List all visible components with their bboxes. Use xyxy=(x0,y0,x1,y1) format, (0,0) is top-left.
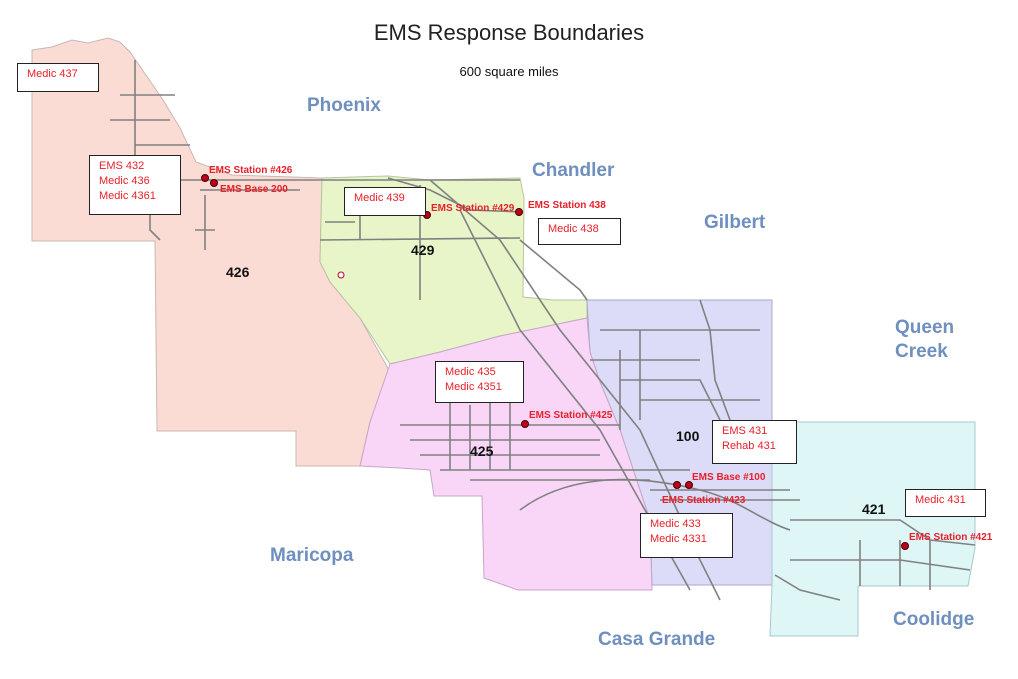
map-title: EMS Response Boundaries xyxy=(373,20,645,45)
extra-marker xyxy=(337,271,345,279)
unit-label: EMS 431 xyxy=(722,425,768,437)
station-label-429: EMS Station #429 xyxy=(431,203,515,214)
station-label-425: EMS Station #425 xyxy=(529,410,613,421)
unit-label: Medic 436 xyxy=(99,175,150,187)
unit-box-439: Medic 439 xyxy=(344,187,426,216)
station-label-423: EMS Station #423 xyxy=(662,495,746,506)
station-425-marker xyxy=(521,420,529,428)
unit-box-426: EMS 432 Medic 436 Medic 4361 xyxy=(89,155,181,215)
zone-421-area xyxy=(769,421,976,637)
city-label-coolidge: Coolidge xyxy=(893,609,975,630)
city-label-chandler: Chandler xyxy=(532,160,615,181)
unit-box-433: Medic 433 Medic 4331 xyxy=(640,513,733,558)
station-438-marker xyxy=(515,208,523,216)
city-label-queen: Queen xyxy=(895,317,955,338)
city-label-casa-grande: Casa Grande xyxy=(598,629,716,650)
unit-label: Medic 4361 xyxy=(99,190,156,202)
road-network xyxy=(110,60,976,601)
city-label-gilbert: Gilbert xyxy=(704,212,766,233)
zone-425-area xyxy=(359,317,653,591)
base-100-marker xyxy=(685,481,693,489)
station-label-438: EMS Station 438 xyxy=(528,200,606,211)
station-421-marker xyxy=(901,542,909,550)
unit-box-431-medic: Medic 431 xyxy=(905,489,986,517)
zone-label-426: 426 xyxy=(226,264,250,280)
base-200-marker xyxy=(210,179,218,187)
zone-label-429: 429 xyxy=(411,242,435,258)
zone-429-area xyxy=(319,175,588,365)
city-label-queen-creek: Queen Creek xyxy=(895,316,954,364)
city-label-phoenix: Phoenix xyxy=(307,95,381,116)
unit-label: Medic 435 xyxy=(445,366,496,378)
unit-label: Medic 431 xyxy=(915,494,966,506)
city-label-maricopa: Maricopa xyxy=(270,545,354,566)
unit-box-437: Medic 437 xyxy=(17,63,99,92)
unit-label: Medic 433 xyxy=(650,518,701,530)
station-426-marker xyxy=(201,174,209,182)
unit-label: EMS 432 xyxy=(99,160,145,172)
unit-label: Rehab 431 xyxy=(722,440,776,452)
zone-label-421: 421 xyxy=(862,501,886,517)
unit-label: Medic 437 xyxy=(27,68,78,80)
unit-box-431: EMS 431 Rehab 431 xyxy=(712,420,797,464)
station-423-marker xyxy=(673,481,681,489)
station-label-426: EMS Station #426 xyxy=(209,165,293,176)
unit-label: Medic 439 xyxy=(354,192,405,204)
zone-label-425: 425 xyxy=(470,443,494,459)
unit-label: Medic 4351 xyxy=(445,381,502,393)
station-label-base-100: EMS Base #100 xyxy=(692,472,766,483)
zone-label-100: 100 xyxy=(676,428,700,444)
unit-label: Medic 4331 xyxy=(650,533,707,545)
station-label-421: EMS Station #421 xyxy=(909,532,993,543)
city-label-creek: Creek xyxy=(895,341,948,362)
station-label-base-200: EMS Base 200 xyxy=(220,184,288,195)
station-markers xyxy=(201,174,909,550)
map-subtitle: 600 square miles xyxy=(459,64,559,79)
unit-label: Medic 438 xyxy=(548,223,599,235)
unit-box-438: Medic 438 xyxy=(538,218,621,245)
unit-box-435: Medic 435 Medic 4351 xyxy=(435,361,524,403)
